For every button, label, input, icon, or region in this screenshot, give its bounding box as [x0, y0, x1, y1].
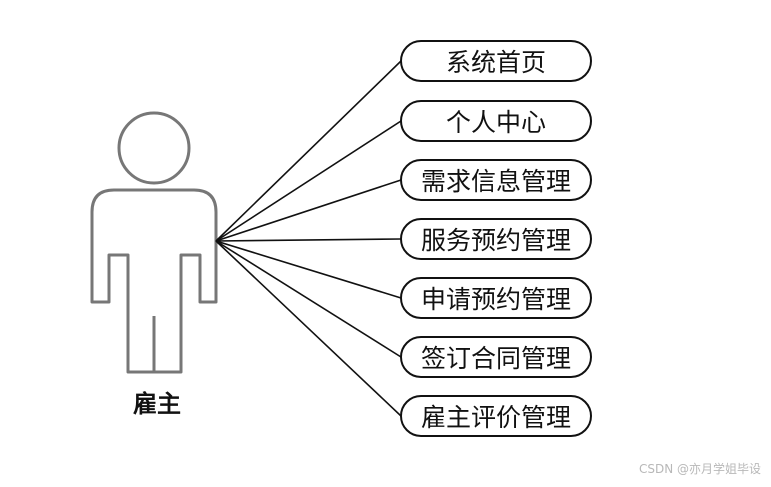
association-line-1 — [215, 60, 402, 242]
association-line-3 — [215, 179, 402, 242]
actor-head — [117, 111, 191, 185]
association-line-4 — [215, 238, 402, 242]
use-case-label: 申请预约管理 — [420, 285, 571, 314]
use-case-demand-info: 需求信息管理 — [400, 159, 592, 201]
use-case-contract-signing: 签订合同管理 — [400, 336, 592, 378]
actor-label: 雇主 — [133, 389, 181, 418]
use-case-label: 个人中心 — [445, 108, 546, 137]
association-line-7 — [215, 240, 402, 417]
association-line-2 — [215, 120, 402, 242]
use-case-label: 需求信息管理 — [420, 167, 571, 196]
use-case-employer-review: 雇主评价管理 — [400, 395, 592, 437]
actor-body — [90, 188, 218, 374]
use-case-system-home: 系统首页 — [400, 40, 592, 82]
use-case-label: 签订合同管理 — [420, 344, 571, 373]
watermark: CSDN @亦月学姐毕设 — [638, 462, 761, 476]
use-case-application-booking: 申请预约管理 — [400, 277, 592, 319]
use-case-label: 系统首页 — [445, 48, 546, 77]
association-lines — [215, 60, 402, 417]
use-case-label: 服务预约管理 — [420, 226, 571, 255]
actor-figure — [90, 111, 218, 374]
use-case-personal-center: 个人中心 — [400, 100, 592, 142]
use-case-service-booking: 服务预约管理 — [400, 218, 592, 260]
association-line-6 — [215, 240, 402, 358]
association-line-5 — [215, 240, 402, 299]
use-case-label: 雇主评价管理 — [420, 403, 571, 432]
